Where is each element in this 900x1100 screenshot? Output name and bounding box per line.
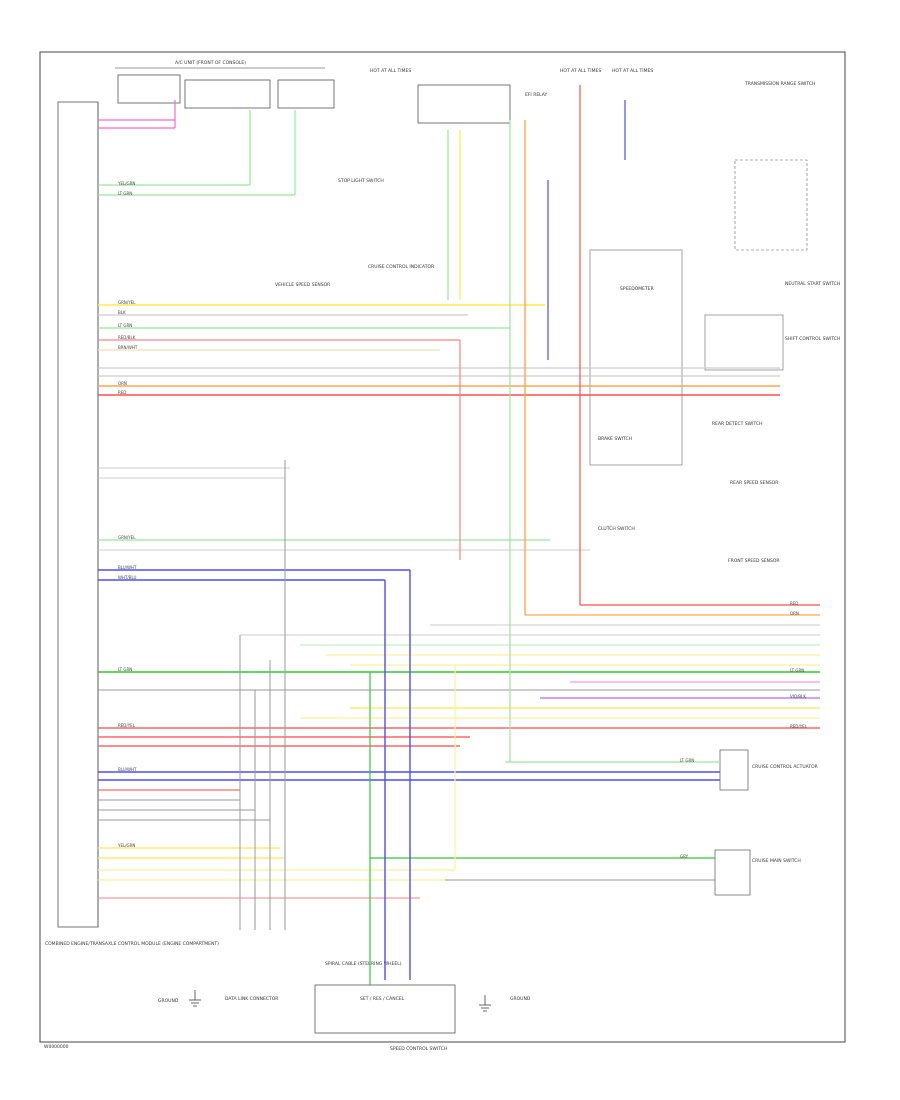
wire-label: ORN (118, 381, 127, 386)
wire-label: LT GRN (790, 668, 804, 673)
wires (98, 85, 820, 985)
wire-label: BLU/WHT (118, 565, 137, 570)
wire-label: VIO/BLK (790, 694, 806, 699)
ac-unit-box-2 (184, 79, 271, 109)
wire-label: GRN/YEL (118, 535, 136, 540)
wire-label: LT GRN (118, 323, 132, 328)
shift-control-box (704, 314, 784, 371)
top-components: A/C UNIT (FRONT OF CONSOLE) EFI RELAY HO… (115, 60, 840, 864)
ac-unit-box-3 (277, 79, 335, 109)
ground-bottom-2-label: GROUND (510, 996, 531, 1002)
shift-control-label: SHIFT CONTROL SWITCH (785, 336, 840, 342)
speedometer-box (589, 249, 683, 466)
clock-spring-label: SPIRAL CABLE (STEERING WHEEL) (325, 961, 402, 967)
speed-switch-labels: SET / RES / CANCEL (360, 996, 405, 1002)
wire-label: GRY (680, 854, 689, 859)
main-switch-box (714, 849, 751, 896)
wire-label: BLK (118, 310, 126, 315)
wire-label: BRN/WHT (118, 345, 138, 350)
ground-icon (189, 990, 201, 1007)
efi-relay-box (417, 84, 511, 124)
cruise-actuator-label: CRUISE CONTROL ACTUATOR (752, 764, 818, 770)
wire-label: RED/BLK (118, 335, 136, 340)
wire-label: ORN (790, 611, 799, 616)
ecm-connector (57, 101, 99, 928)
neutral-start-label: NEUTRAL START SWITCH (785, 281, 840, 287)
wire-label: YEL/GRN (117, 843, 135, 848)
wire-label: GRN/YEL (118, 300, 136, 305)
wire-label: RED/YEL (118, 723, 136, 728)
vss-label: VEHICLE SPEED SENSOR (275, 282, 330, 288)
actuator-box (719, 749, 749, 791)
brake-switch-label: BRAKE SWITCH (598, 436, 632, 442)
wire-label: WHT/BLU (118, 575, 137, 580)
wire-label: LT GRN (118, 191, 132, 196)
rear-speed-label: REAR SPEED SENSOR (730, 480, 778, 486)
trans-range-box (734, 159, 808, 251)
dlc3-label: DATA LINK CONNECTOR (225, 996, 278, 1002)
wire-label-group: YEL/GRN LT GRN GRN/YEL BLK LT GRN RED/BL… (117, 181, 808, 859)
wire-label: LT GRN (118, 667, 132, 672)
wire-label: RED (118, 390, 126, 395)
hot-label-1: HOT AT ALL TIMES (370, 68, 411, 74)
diagram-frame (39, 51, 846, 1043)
wire-label: RED (790, 601, 798, 606)
wire-label: BLU/WHT (118, 767, 137, 772)
wire-label: YEL/GRN (117, 181, 135, 186)
speedometer-label: SPEEDOMETER (620, 286, 654, 292)
wire-label: RED/YEL (790, 724, 808, 729)
speed-control-switch-box (314, 984, 456, 1034)
stop-light-switch-label: STOP LIGHT SWITCH (338, 178, 384, 184)
figure-code: W0000000 (44, 1044, 69, 1050)
efi-relay-label: EFI RELAY (525, 92, 547, 98)
cruise-main-switch-label: CRUISE MAIN SWITCH (752, 858, 801, 864)
cruise-indicator-label: CRUISE CONTROL INDICATOR (368, 264, 434, 270)
ground-bottom-1-label: GROUND (158, 998, 179, 1004)
ground-icon (479, 995, 491, 1012)
rear-detect-label: REAR DETECT SWITCH (712, 421, 762, 427)
ac-unit-box-1 (117, 74, 181, 104)
front-speed-label: FRONT SPEED SENSOR (728, 558, 780, 564)
hot-label-2: HOT AT ALL TIMES (560, 68, 601, 74)
trans-range-label: TRANSMISSION RANGE SWITCH (744, 81, 815, 87)
wire-label: LT GRN (680, 758, 694, 763)
ecm-caption: COMBINED ENGINE/TRANSAXLE CONTROL MODULE… (45, 941, 219, 947)
bottom-caption: SPEED CONTROL SWITCH (390, 1046, 447, 1052)
clutch-switch-label: CLUTCH SWITCH (598, 526, 635, 532)
hot-label-3: HOT AT ALL TIMES (612, 68, 653, 74)
top-group-label: A/C UNIT (FRONT OF CONSOLE) (175, 60, 246, 66)
